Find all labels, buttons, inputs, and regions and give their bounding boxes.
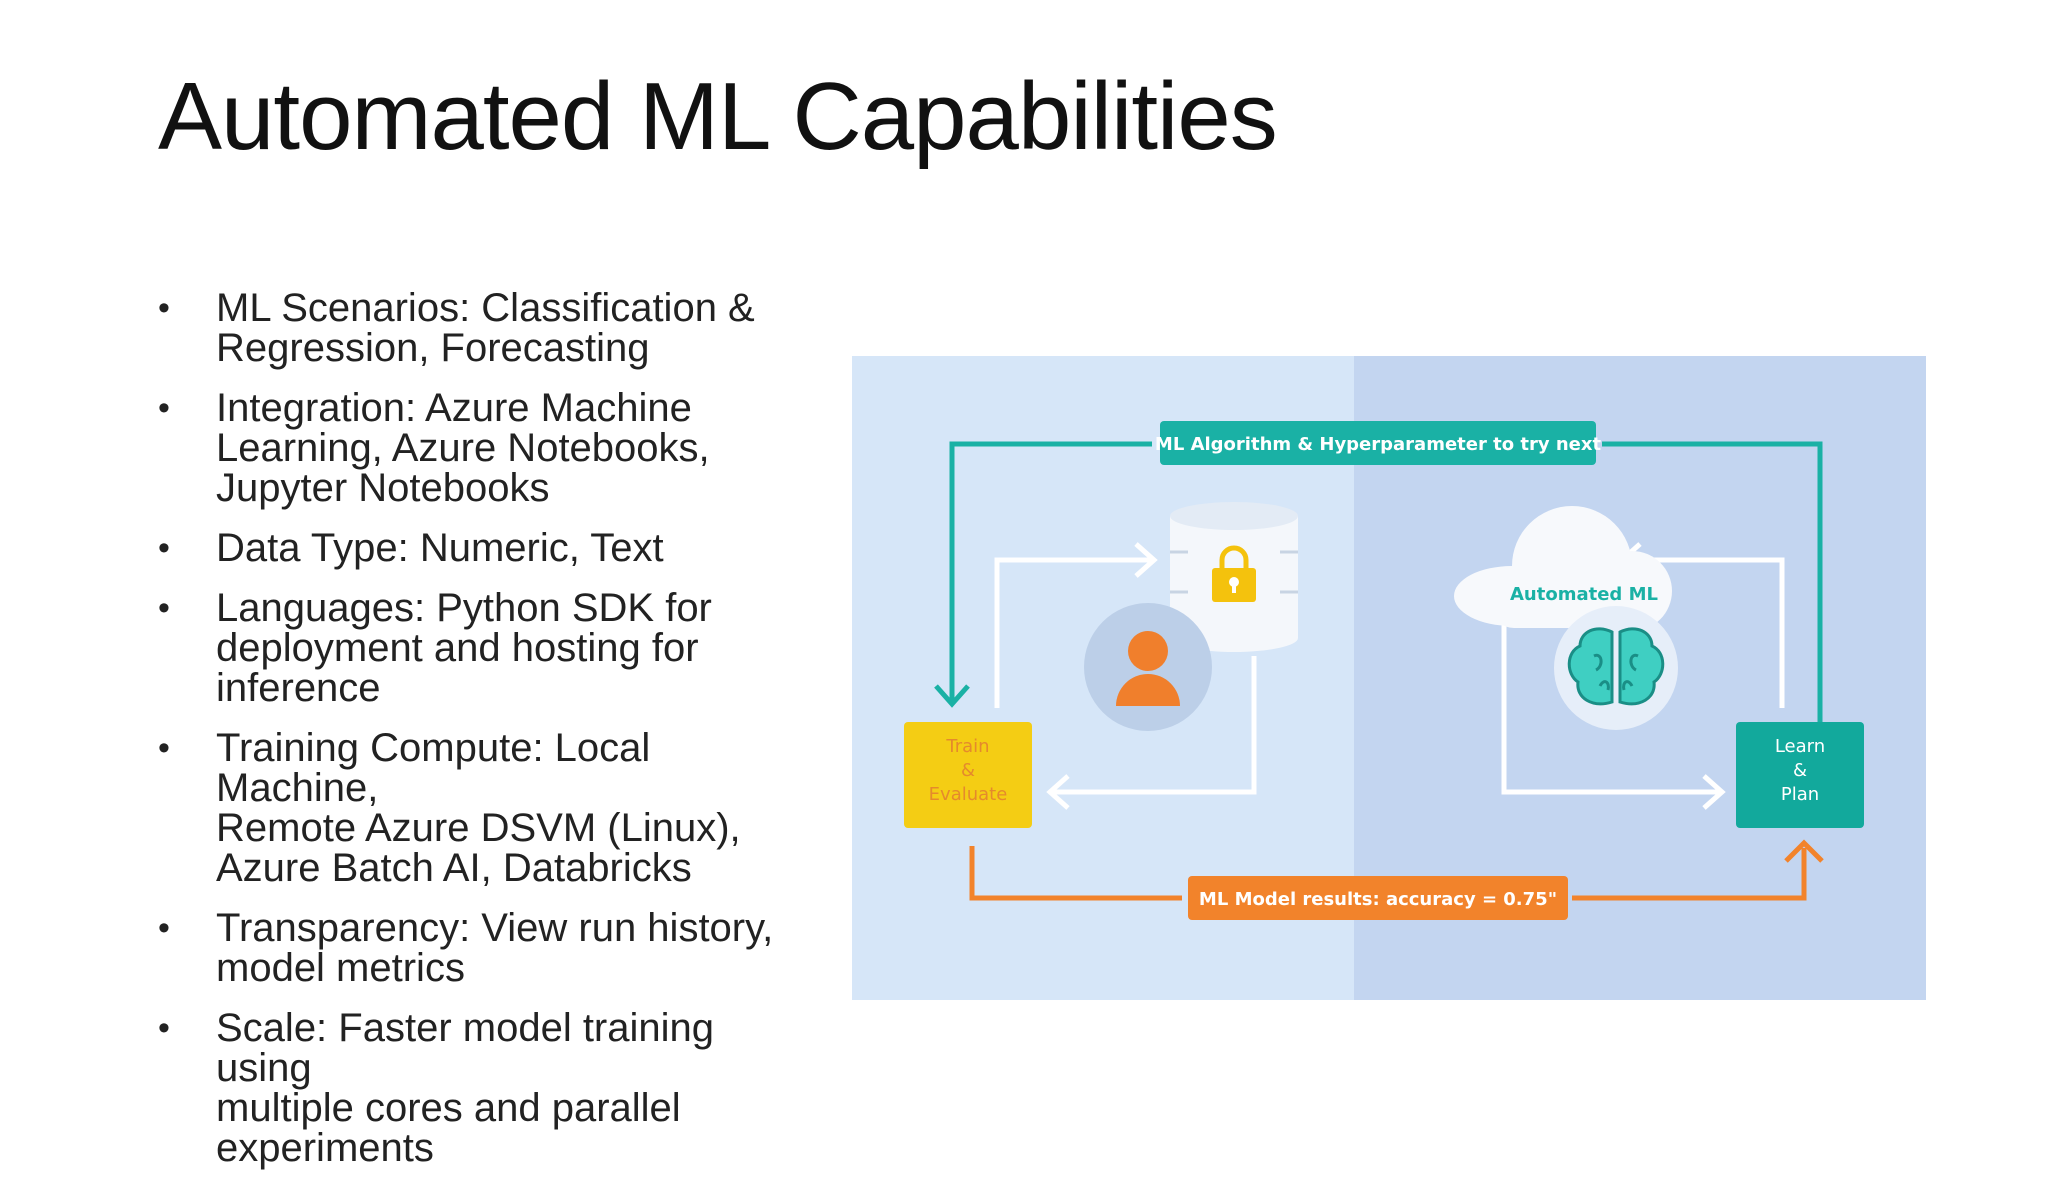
person-icon xyxy=(1084,603,1212,731)
bullet-line: experiments xyxy=(216,1126,434,1170)
bullet-dot: • xyxy=(158,529,170,567)
bullet-line: ML Scenarios: Classification & xyxy=(216,286,755,330)
arrowhead-up-icon xyxy=(1784,839,1824,863)
learn-box-line3: Plan xyxy=(1781,784,1819,805)
diagram-svg: ML Algorithm & Hyperparameter to try nex… xyxy=(852,356,1926,1000)
bullet-line: deployment and hosting for xyxy=(216,626,699,670)
train-box-line1: Train xyxy=(945,736,989,757)
bullet-line: model metrics xyxy=(216,946,465,990)
bullet-item: • Languages: Python SDK for deployment a… xyxy=(158,588,798,708)
learn-plan-box: Learn & Plan xyxy=(1736,722,1864,828)
bullet-item: • Data Type: Numeric, Text xyxy=(158,528,798,568)
slide-title: Automated ML Capabilities xyxy=(158,63,1278,170)
top-label-box: ML Algorithm & Hyperparameter to try nex… xyxy=(1155,421,1602,465)
bullet-line: Remote Azure DSVM (Linux), xyxy=(216,806,741,850)
bullet-line: Azure Batch AI, Databricks xyxy=(216,846,692,890)
bottom-label-box: ML Model results: accuracy = 0.75" xyxy=(1188,876,1568,920)
bullet-line: Learning, Azure Notebooks, xyxy=(216,426,710,470)
bullet-item: • Integration: Azure Machine Learning, A… xyxy=(158,388,798,508)
bullet-line: Languages: Python SDK for xyxy=(216,586,712,630)
bottom-label-text: ML Model results: accuracy = 0.75" xyxy=(1199,889,1557,910)
bullet-dot: • xyxy=(158,1009,170,1047)
train-box-line3: Evaluate xyxy=(929,784,1008,805)
bullet-line: Training Compute: Local Machine, xyxy=(216,726,651,810)
arrowhead-down-icon xyxy=(934,684,970,708)
bullet-line: Regression, Forecasting xyxy=(216,326,650,370)
bullet-item: • Training Compute: Local Machine, Remot… xyxy=(158,728,798,888)
cloud-icon: Automated ML xyxy=(1454,506,1672,631)
cloud-label: Automated ML xyxy=(1510,584,1658,605)
automl-diagram: ML Algorithm & Hyperparameter to try nex… xyxy=(852,356,1926,1000)
bullet-line: Jupyter Notebooks xyxy=(216,466,550,510)
top-loop-arrow xyxy=(949,441,1823,724)
bullet-list: • ML Scenarios: Classification & Regress… xyxy=(158,288,798,1188)
bullet-item: • Scale: Faster model training using mul… xyxy=(158,1008,798,1168)
database-lock-icon xyxy=(1170,502,1298,652)
bullet-dot: • xyxy=(158,729,170,767)
bullet-line: Transparency: View run history, xyxy=(216,906,774,950)
learn-box-line1: Learn xyxy=(1775,736,1825,757)
bullet-dot: • xyxy=(158,389,170,427)
bullet-dot: • xyxy=(158,589,170,627)
train-evaluate-box: Train & Evaluate xyxy=(904,722,1032,828)
train-box-line2: & xyxy=(961,760,975,781)
left-inner-arrows xyxy=(994,542,1257,810)
bullet-line: inference xyxy=(216,666,381,710)
bullet-item: • Transparency: View run history, model … xyxy=(158,908,798,988)
bullet-line: Data Type: Numeric, Text xyxy=(216,526,664,570)
top-label-text: ML Algorithm & Hyperparameter to try nex… xyxy=(1155,434,1602,455)
bullet-line: Scale: Faster model training using xyxy=(216,1006,715,1090)
bottom-loop-arrow xyxy=(969,846,1807,901)
bullet-line: multiple cores and parallel xyxy=(216,1086,681,1130)
bullet-line: Integration: Azure Machine xyxy=(216,386,692,430)
bullet-item: • ML Scenarios: Classification & Regress… xyxy=(158,288,798,368)
brain-icon xyxy=(1554,606,1678,730)
bullet-dot: • xyxy=(158,909,170,947)
bullet-dot: • xyxy=(158,289,170,327)
learn-box-line2: & xyxy=(1793,760,1807,781)
